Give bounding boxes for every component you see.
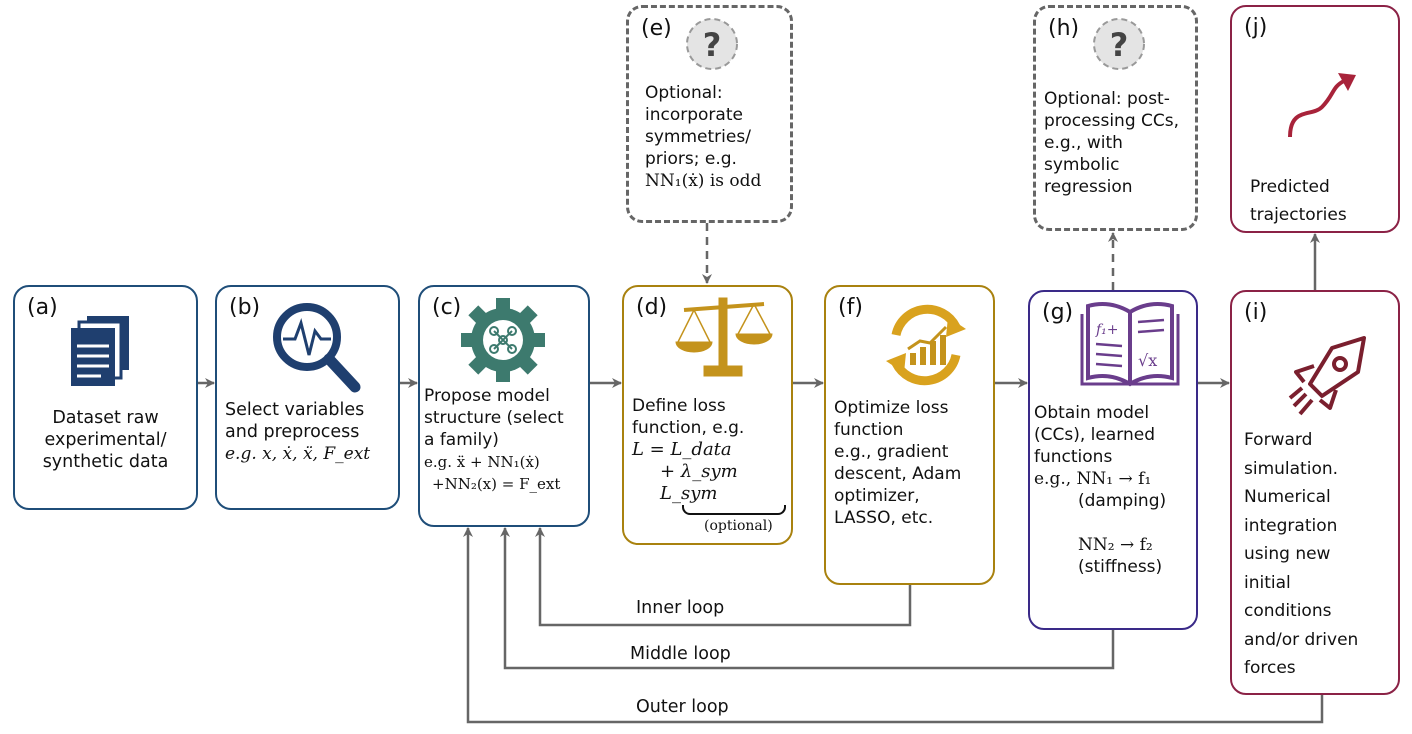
box-label: (g): [1042, 300, 1074, 325]
text-line: Dataset raw: [52, 408, 159, 428]
svg-text:?: ?: [1110, 26, 1129, 64]
text-line: Forward: [1244, 430, 1313, 450]
box-i-forward-simulation: (i) Forward simulation. Numerical integr…: [1230, 290, 1400, 695]
middle-loop-line: [500, 527, 1115, 670]
svg-text:√x: √x: [1138, 351, 1157, 370]
inner-loop-label: Inner loop: [636, 598, 725, 618]
math-expression: e.g., NN₁ → f₁: [1034, 469, 1152, 489]
box-b-select-variables: (b) Select variables and preprocess e.g.…: [215, 285, 400, 510]
text-line: e.g., with: [1044, 133, 1123, 153]
box-label: (e): [641, 16, 672, 41]
math-expression: L = L_data: [632, 439, 732, 460]
text-line: descent, Adam: [834, 464, 962, 484]
text-line: Optional:: [645, 83, 723, 103]
text-line: LASSO, etc.: [834, 508, 934, 528]
text-line: a family): [424, 430, 499, 450]
text-line: experimental/: [44, 430, 167, 450]
box-h-optional-postprocessing: (h) ? Optional: post- processing CCs, e.…: [1033, 5, 1198, 231]
box-label: (h): [1048, 16, 1080, 41]
damping-note: (damping): [1078, 491, 1167, 511]
box-d-loss-function: (d) Define loss function, e.g. L = L_dat…: [622, 285, 793, 545]
document-stack-icon: [71, 316, 129, 386]
math-expression: +NN₂(x) = F_ext: [432, 475, 561, 493]
optional-note: (optional): [704, 518, 773, 534]
box-label: (b): [229, 295, 261, 320]
text-line: Obtain model: [1034, 403, 1150, 423]
text-line: function, e.g.: [632, 418, 745, 438]
math-expression: + λ_sym L_sym: [660, 461, 738, 504]
svg-text:f₁+: f₁+: [1095, 322, 1119, 338]
box-label: (f): [838, 295, 863, 320]
box-c-model-structure: (c) Propose model structure (select a fa…: [418, 285, 590, 527]
text-line: synthetic data: [42, 452, 169, 472]
outer-loop-label: Outer loop: [636, 697, 729, 717]
text-line: symbolic: [1044, 155, 1120, 175]
question-icon: ?: [686, 18, 738, 70]
box-f-optimize: (f) Optimize loss function e.g., gradien…: [824, 285, 995, 585]
text-line: function: [834, 420, 904, 440]
middle-loop-label: Middle loop: [630, 644, 731, 664]
text-line: symmetries/: [645, 127, 751, 147]
math-expression: e.g. ẍ + NN₁(ẋ): [424, 453, 540, 471]
box-j-predicted-trajectories: (j) Predicted trajectories: [1230, 5, 1400, 233]
text-line: processing CCs,: [1044, 111, 1180, 131]
box-label: (c): [432, 295, 462, 320]
box-label: (d): [636, 295, 668, 320]
text-line: structure (select: [424, 408, 564, 428]
text-line: initial: [1244, 572, 1291, 593]
question-icon: ?: [1093, 18, 1145, 70]
svg-text:?: ?: [703, 26, 722, 64]
text-line: functions: [1034, 447, 1113, 467]
math-expression: NN₁(ẋ) is odd: [645, 171, 762, 191]
text-line: simulation.: [1244, 458, 1339, 479]
math-expression: e.g. x, ẋ, ẍ, F_ext: [225, 444, 371, 464]
text-line: forces: [1244, 658, 1296, 678]
text-line: Optional: post-: [1044, 89, 1170, 109]
gear-network-icon: [461, 298, 545, 382]
open-book-icon: f₁+ √x: [1080, 302, 1180, 387]
box-label: (j): [1244, 15, 1268, 40]
text-line: and preprocess: [225, 422, 360, 442]
text-line: Optimize loss: [834, 398, 949, 418]
box-a-dataset: (a) Dataset raw experimental/ synthetic …: [13, 285, 198, 510]
stiffness-note: (stiffness): [1078, 557, 1163, 577]
text-line: integration: [1244, 515, 1338, 536]
text-line: (CCs), learned: [1034, 425, 1155, 445]
text-line: using new: [1244, 544, 1331, 564]
balance-scale-icon: [675, 297, 773, 377]
text-line: e.g., gradient: [834, 442, 949, 462]
text-line: optimizer,: [834, 486, 920, 506]
box-g-obtain-model: (g) f₁+ √x Obtain model (CCs), learned f…: [1028, 290, 1198, 630]
text-line: conditions: [1244, 601, 1332, 621]
text-line: regression: [1044, 177, 1133, 197]
text-line: Predicted: [1250, 177, 1330, 197]
rocket-icon: [1288, 336, 1366, 416]
text-line: and/or driven: [1244, 629, 1359, 650]
inner-loop-line: [535, 527, 912, 627]
box-label: (i): [1244, 300, 1268, 325]
curved-arrow-icon: [1288, 73, 1356, 138]
text-line: Propose model: [424, 386, 550, 406]
text-line: Select variables: [225, 400, 365, 420]
math-expression: NN₂ → f₂: [1078, 535, 1153, 555]
text-line: trajectories: [1250, 205, 1347, 225]
outer-loop-line: [463, 527, 1324, 724]
box-label: (a): [27, 295, 58, 320]
magnifier-signal-icon: [273, 303, 361, 393]
text-line: Define loss: [632, 396, 726, 416]
text-line: Numerical: [1244, 487, 1331, 507]
box-e-optional-symmetries: (e) ? Optional: incorporate symmetries/ …: [626, 5, 793, 223]
cycle-chart-icon: [886, 304, 966, 386]
text-line: incorporate: [645, 105, 743, 125]
text-line: priors; e.g.: [645, 149, 737, 169]
